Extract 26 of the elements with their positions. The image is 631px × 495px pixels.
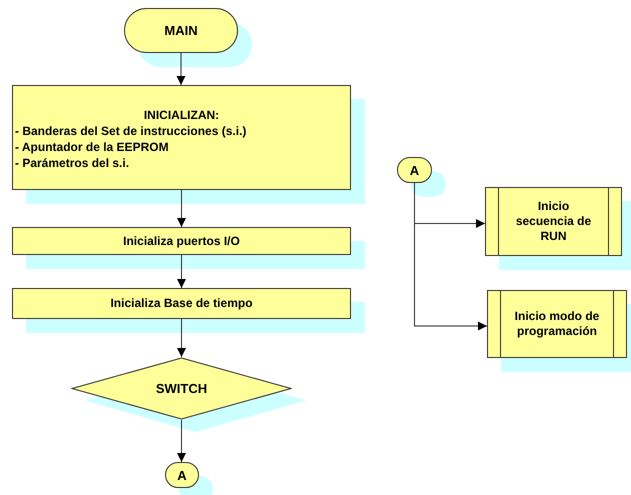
node-label: SWITCH (156, 381, 208, 396)
arrow (177, 420, 186, 462)
heading: INICIALIZAN: (144, 108, 220, 123)
predefined-process-box (487, 290, 627, 358)
node-label: A (177, 468, 187, 482)
process-box (12, 85, 351, 190)
node-label: A (410, 162, 420, 178)
list-item: - Banderas del Set de instrucciones (s.i.) (14, 123, 246, 139)
arrow (176, 52, 186, 86)
list-item: - Apuntador de la EEPROM (14, 139, 169, 155)
node-label: MAIN (164, 23, 198, 38)
arrow (177, 254, 186, 288)
list-item: - Parámetros del s.i. (14, 155, 130, 171)
predefined-process-box (485, 187, 622, 256)
decision-diamond (71, 357, 292, 420)
terminal-shape (165, 462, 199, 488)
arrow (177, 190, 186, 228)
terminal-shape (124, 8, 238, 53)
node-label: Inicio secuencia de RUN (514, 199, 592, 244)
terminal-shape (397, 157, 432, 183)
process-box (12, 288, 351, 319)
node-label: Inicializa puertos I/O (123, 234, 240, 248)
process-box (12, 227, 351, 255)
node-label: Inicio modo de programación (514, 309, 600, 339)
node-label: Inicializa Base de tiempo (110, 296, 253, 311)
arrow (177, 318, 186, 358)
